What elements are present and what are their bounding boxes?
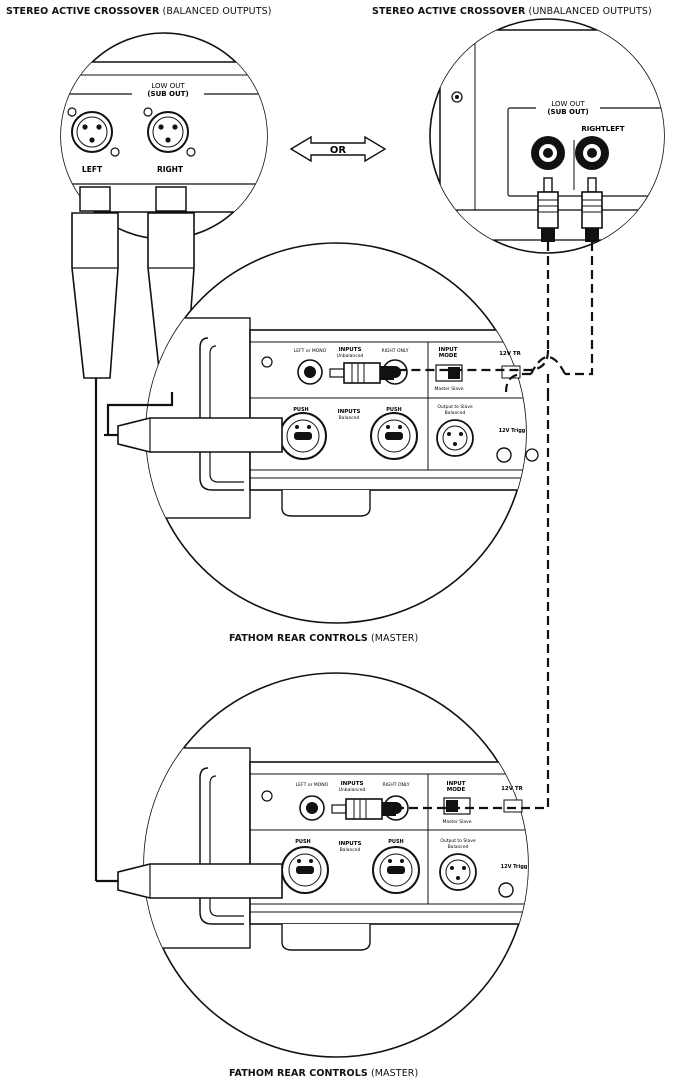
amp1-slave-output-xlr[interactable]: [436, 419, 474, 457]
balanced-group-title-1: LOW OUT: [151, 82, 185, 90]
unbalanced-group-title-2: (SUB OUT): [547, 108, 588, 116]
amp1-input-mode-2: MODE: [439, 353, 458, 359]
unbalanced-group-title-1: LOW OUT: [551, 100, 585, 108]
or-double-arrow: OR: [289, 135, 387, 163]
caption-balanced-crossover: STEREO ACTIVE CROSSOVER (BALANCED OUTPUT…: [6, 6, 272, 17]
screw-icon: [261, 356, 273, 368]
amp2-input-mode-1: INPUT: [447, 781, 466, 787]
balanced-crossover-panel: LOW OUT (SUB OUT) LEFT RIGHT: [60, 32, 268, 240]
fathom-rear-panel-1: LEFT or MONO INPUTS Unbalanced RIGHT ONL…: [145, 242, 539, 624]
amp2-rca-plug: [331, 798, 396, 820]
amp2-rca-input-left[interactable]: [299, 795, 325, 821]
amp1-right-only-label: RIGHT ONLY: [381, 348, 408, 354]
amp1-rca-input-left[interactable]: [297, 359, 323, 385]
unbalanced-cables: [396, 242, 594, 810]
caption-balanced-bold: STEREO ACTIVE CROSSOVER: [6, 6, 160, 17]
balanced-group-title-2: (SUB OUT): [147, 90, 188, 98]
amp2-inputs-bal-title: INPUTS: [339, 841, 362, 847]
amp1-combo-input-right[interactable]: [370, 412, 418, 460]
amp1-output-slave-2: Balanced: [445, 410, 466, 416]
label-left: LEFT: [82, 165, 103, 174]
amp2-push-left: PUSH: [295, 839, 311, 845]
amp1-inputs-bal-title: INPUTS: [338, 409, 361, 415]
caption-fathom-1-thin: (MASTER): [370, 633, 419, 644]
amp1-12v-label: 12V TR: [499, 351, 522, 357]
amp1-push-right: PUSH: [386, 407, 402, 413]
caption-fathom-rear-2: FATHOM REAR CONTROLS (MASTER): [229, 1068, 418, 1079]
amp2-combo-input-left[interactable]: [281, 846, 329, 894]
xlr-plug-left: [71, 186, 119, 392]
amp2-12v-label: 12V TR: [501, 786, 524, 792]
amp2-trigger-jack[interactable]: [498, 882, 514, 898]
label-right-left: RIGHTLEFT: [581, 125, 624, 133]
amp2-unbalanced-label: Unbalanced: [339, 787, 366, 793]
amp1-trigger-jack[interactable]: [496, 447, 512, 463]
amp1-left-mono-label: LEFT or MONO: [294, 348, 327, 354]
amp1-mode-options: Master Slave: [434, 386, 463, 392]
amp1-combo-input-left[interactable]: [279, 412, 327, 460]
or-label: OR: [330, 145, 347, 156]
amp2-output-slave-1: Output to Slave: [440, 838, 476, 844]
amp1-unbalanced-label: Unbalanced: [337, 353, 364, 359]
amp2-output-slave-2: Balanced: [448, 844, 469, 850]
caption-unbalanced-bold: STEREO ACTIVE CROSSOVER: [372, 6, 526, 17]
xlr-output-left[interactable]: [67, 107, 120, 157]
unbalanced-cable-to-amp1: [396, 349, 550, 372]
amp1-input-mode-1: INPUT: [439, 347, 458, 353]
amp1-input-mode-switch[interactable]: [435, 364, 463, 382]
amp2-input-mode-2: MODE: [447, 787, 466, 793]
rca-plug-right: [537, 177, 559, 242]
rca-output-right[interactable]: [531, 136, 565, 170]
amp2-combo-input-right[interactable]: [372, 846, 420, 894]
caption-fathom-2-thin: (MASTER): [370, 1068, 419, 1079]
caption-fathom-2-bold: FATHOM REAR CONTROLS: [229, 1068, 368, 1079]
amp2-input-mode-switch[interactable]: [443, 797, 471, 815]
caption-unbalanced-crossover: STEREO ACTIVE CROSSOVER (UNBALANCED OUTP…: [372, 6, 652, 17]
amp2-12v-trigger: 12V Trigg: [501, 864, 528, 870]
caption-unbalanced-thin: (UNBALANCED OUTPUTS): [528, 6, 652, 17]
amp2-xlr-plug: [96, 863, 283, 899]
amp1-push-left: PUSH: [293, 407, 309, 413]
unbalanced-cable-hop-out: [504, 372, 531, 393]
amp1-xlr-plug: [104, 417, 283, 453]
amp2-left-mono-label: LEFT or MONO: [296, 782, 329, 788]
screw-icon: [261, 790, 273, 802]
amp2-mode-options: Master Slave: [442, 819, 471, 825]
caption-fathom-rear-1: FATHOM REAR CONTROLS (MASTER): [229, 633, 418, 644]
amp2-balanced-label: Balanced: [340, 847, 361, 853]
amp1-balanced-label: Balanced: [339, 415, 360, 421]
balanced-cable-right: [106, 392, 174, 435]
unbalanced-crossover-panel: LOW OUT (SUB OUT) RIGHTLEFT: [429, 18, 665, 254]
amp1-output-slave-1: Output to Slave: [437, 404, 473, 410]
caption-balanced-thin: (BALANCED OUTPUTS): [162, 6, 272, 17]
unbalanced-cable-hop: [530, 355, 566, 375]
amp2-push-right: PUSH: [388, 839, 404, 845]
amp2-inputs-label: INPUTS: [341, 781, 364, 787]
amp1-12v-trigger: 12V Trigg: [499, 428, 526, 434]
amp1-rca-plug: [329, 362, 394, 384]
amp2-slave-output-xlr[interactable]: [439, 853, 477, 891]
xlr-output-right[interactable]: [143, 107, 196, 157]
amp2-12v-switch[interactable]: [503, 799, 523, 813]
amp1-12v-switch[interactable]: [501, 365, 521, 379]
label-right: RIGHT: [157, 165, 184, 174]
unbalanced-cable-left-seg1: [565, 242, 594, 376]
amp1-inputs-label: INPUTS: [339, 347, 362, 353]
rca-plug-left: [581, 177, 603, 242]
rca-output-left[interactable]: [575, 136, 609, 170]
amp2-right-only-label: RIGHT ONLY: [382, 782, 409, 788]
caption-fathom-1-bold: FATHOM REAR CONTROLS: [229, 633, 368, 644]
